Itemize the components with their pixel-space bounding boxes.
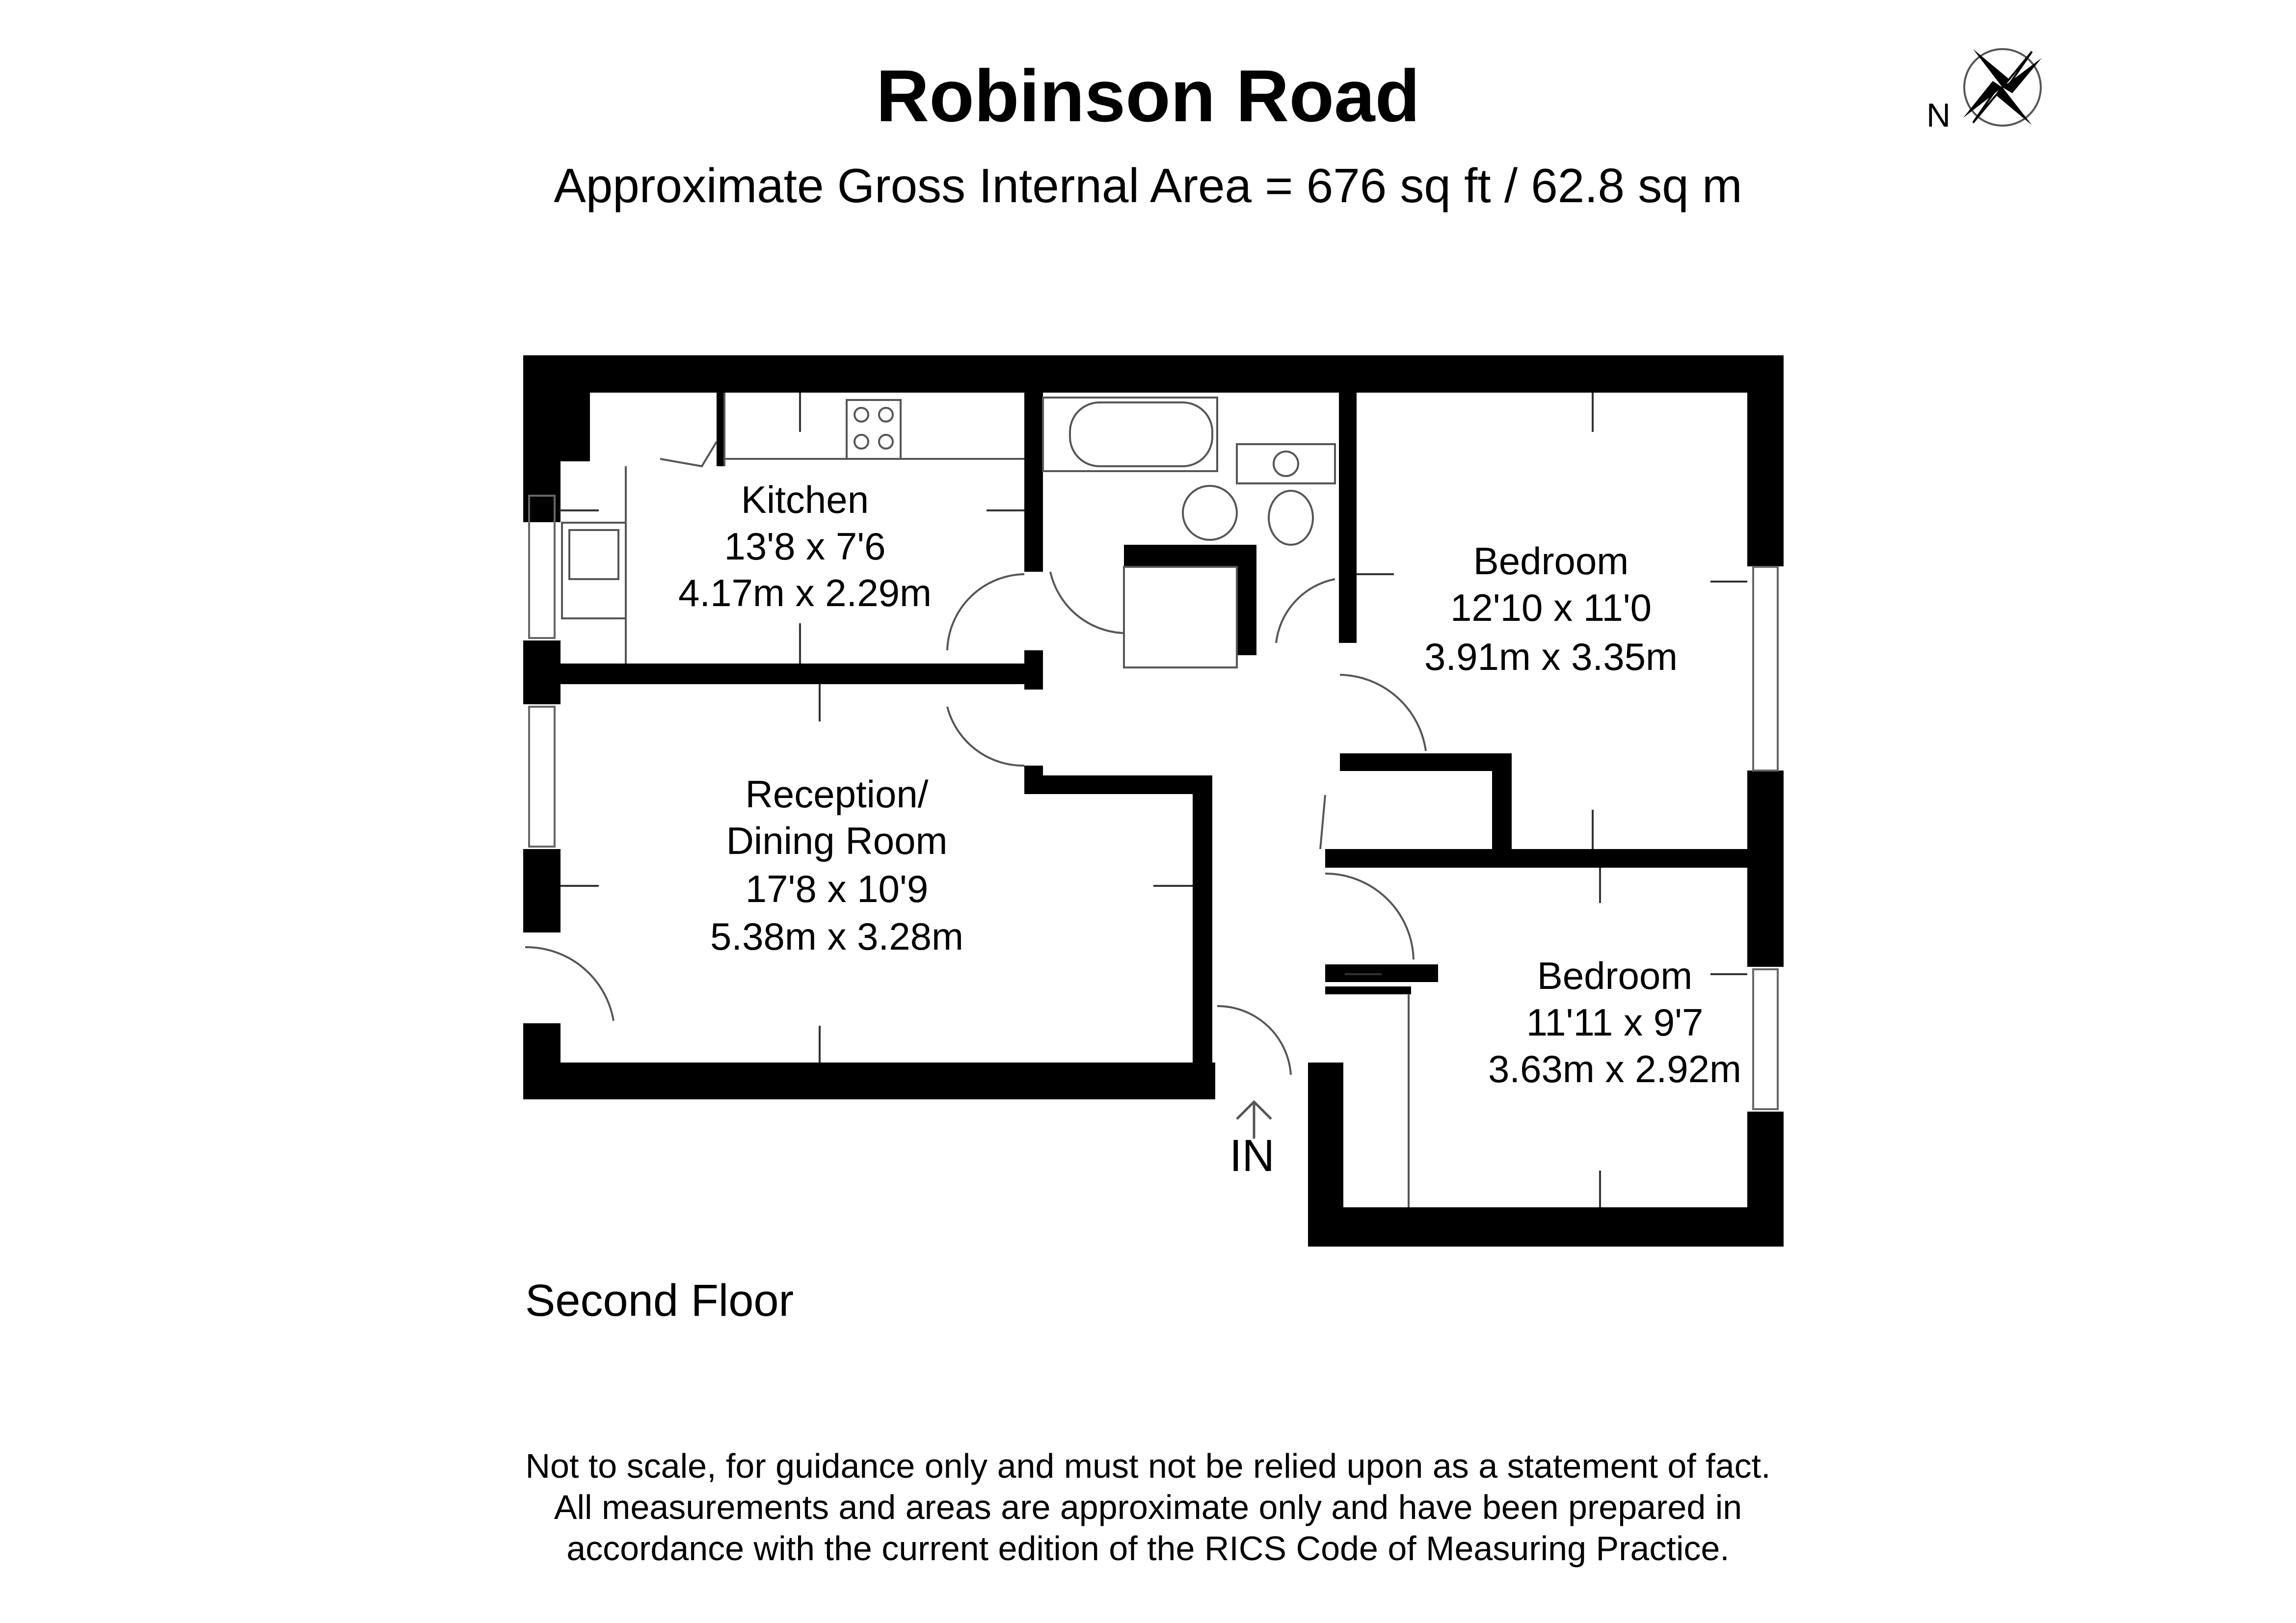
- bath-icon: [1042, 397, 1218, 472]
- entrance-arrow-icon: [1236, 1100, 1272, 1139]
- disclaimer-line: accordance with the current edition of t…: [566, 1529, 1730, 1568]
- disclaimer-line: Not to scale, for guidance only and must…: [525, 1447, 1771, 1485]
- sink-icon: [561, 522, 627, 619]
- room-name: Bedroom: [1537, 954, 1693, 997]
- room-bedroom-2: Bedroom 11'11 x 9'7 3.63m x 2.92m: [1488, 954, 1741, 1091]
- area-subtitle: Approximate Gross Internal Area = 676 sq…: [554, 159, 1742, 213]
- dimension-arrows: [560, 393, 1747, 1207]
- windows: [528, 495, 1779, 1110]
- room-imperial: 12'10 x 11'0: [1450, 586, 1652, 629]
- doors: [525, 441, 1427, 1075]
- fixtures: [561, 393, 1410, 1207]
- room-name-line1: Reception/: [746, 772, 929, 816]
- room-name-line2: Dining Room: [726, 819, 948, 862]
- wall-south-reception: [523, 1063, 1215, 1099]
- wall-south-bedroom2: [1308, 1207, 1784, 1247]
- room-metric: 3.63m x 2.92m: [1488, 1047, 1741, 1091]
- plan-title: Robinson Road: [876, 54, 1420, 137]
- wc-icon: [1268, 490, 1314, 546]
- room-metric: 3.91m x 3.35m: [1424, 635, 1678, 678]
- disclaimer-line: All measurements and areas are approxima…: [554, 1488, 1742, 1526]
- room-bedroom-1: Bedroom 12'10 x 11'0 3.91m x 3.35m: [1424, 539, 1678, 678]
- wall-nw-corner: [523, 355, 561, 522]
- entrance-label: IN: [1229, 1131, 1275, 1181]
- room-reception: Reception/ Dining Room 17'8 x 10'9 5.38m…: [710, 772, 963, 958]
- room-kitchen: Kitchen 13'8 x 7'6 4.17m x 2.29m: [678, 478, 932, 614]
- room-imperial: 17'8 x 10'9: [746, 867, 928, 910]
- room-metric: 4.17m x 2.29m: [678, 571, 932, 614]
- room-imperial: 13'8 x 7'6: [724, 525, 885, 568]
- room-metric: 5.38m x 3.28m: [710, 915, 963, 958]
- room-imperial: 11'11 x 9'7: [1526, 1001, 1704, 1044]
- walls: [523, 355, 1784, 1247]
- wall-kitchen-reception: [561, 664, 1041, 684]
- hob-icon: [846, 399, 902, 460]
- room-name: Bedroom: [1473, 539, 1629, 583]
- room-name: Kitchen: [741, 478, 869, 521]
- floor-label: Second Floor: [525, 1276, 794, 1326]
- compass-icon: [1963, 48, 2042, 127]
- basin-small-icon: [1273, 451, 1299, 477]
- basin-icon: [1182, 485, 1238, 541]
- compass-north-label: N: [1926, 97, 1951, 134]
- disclaimer: Not to scale, for guidance only and must…: [0, 1445, 2296, 1569]
